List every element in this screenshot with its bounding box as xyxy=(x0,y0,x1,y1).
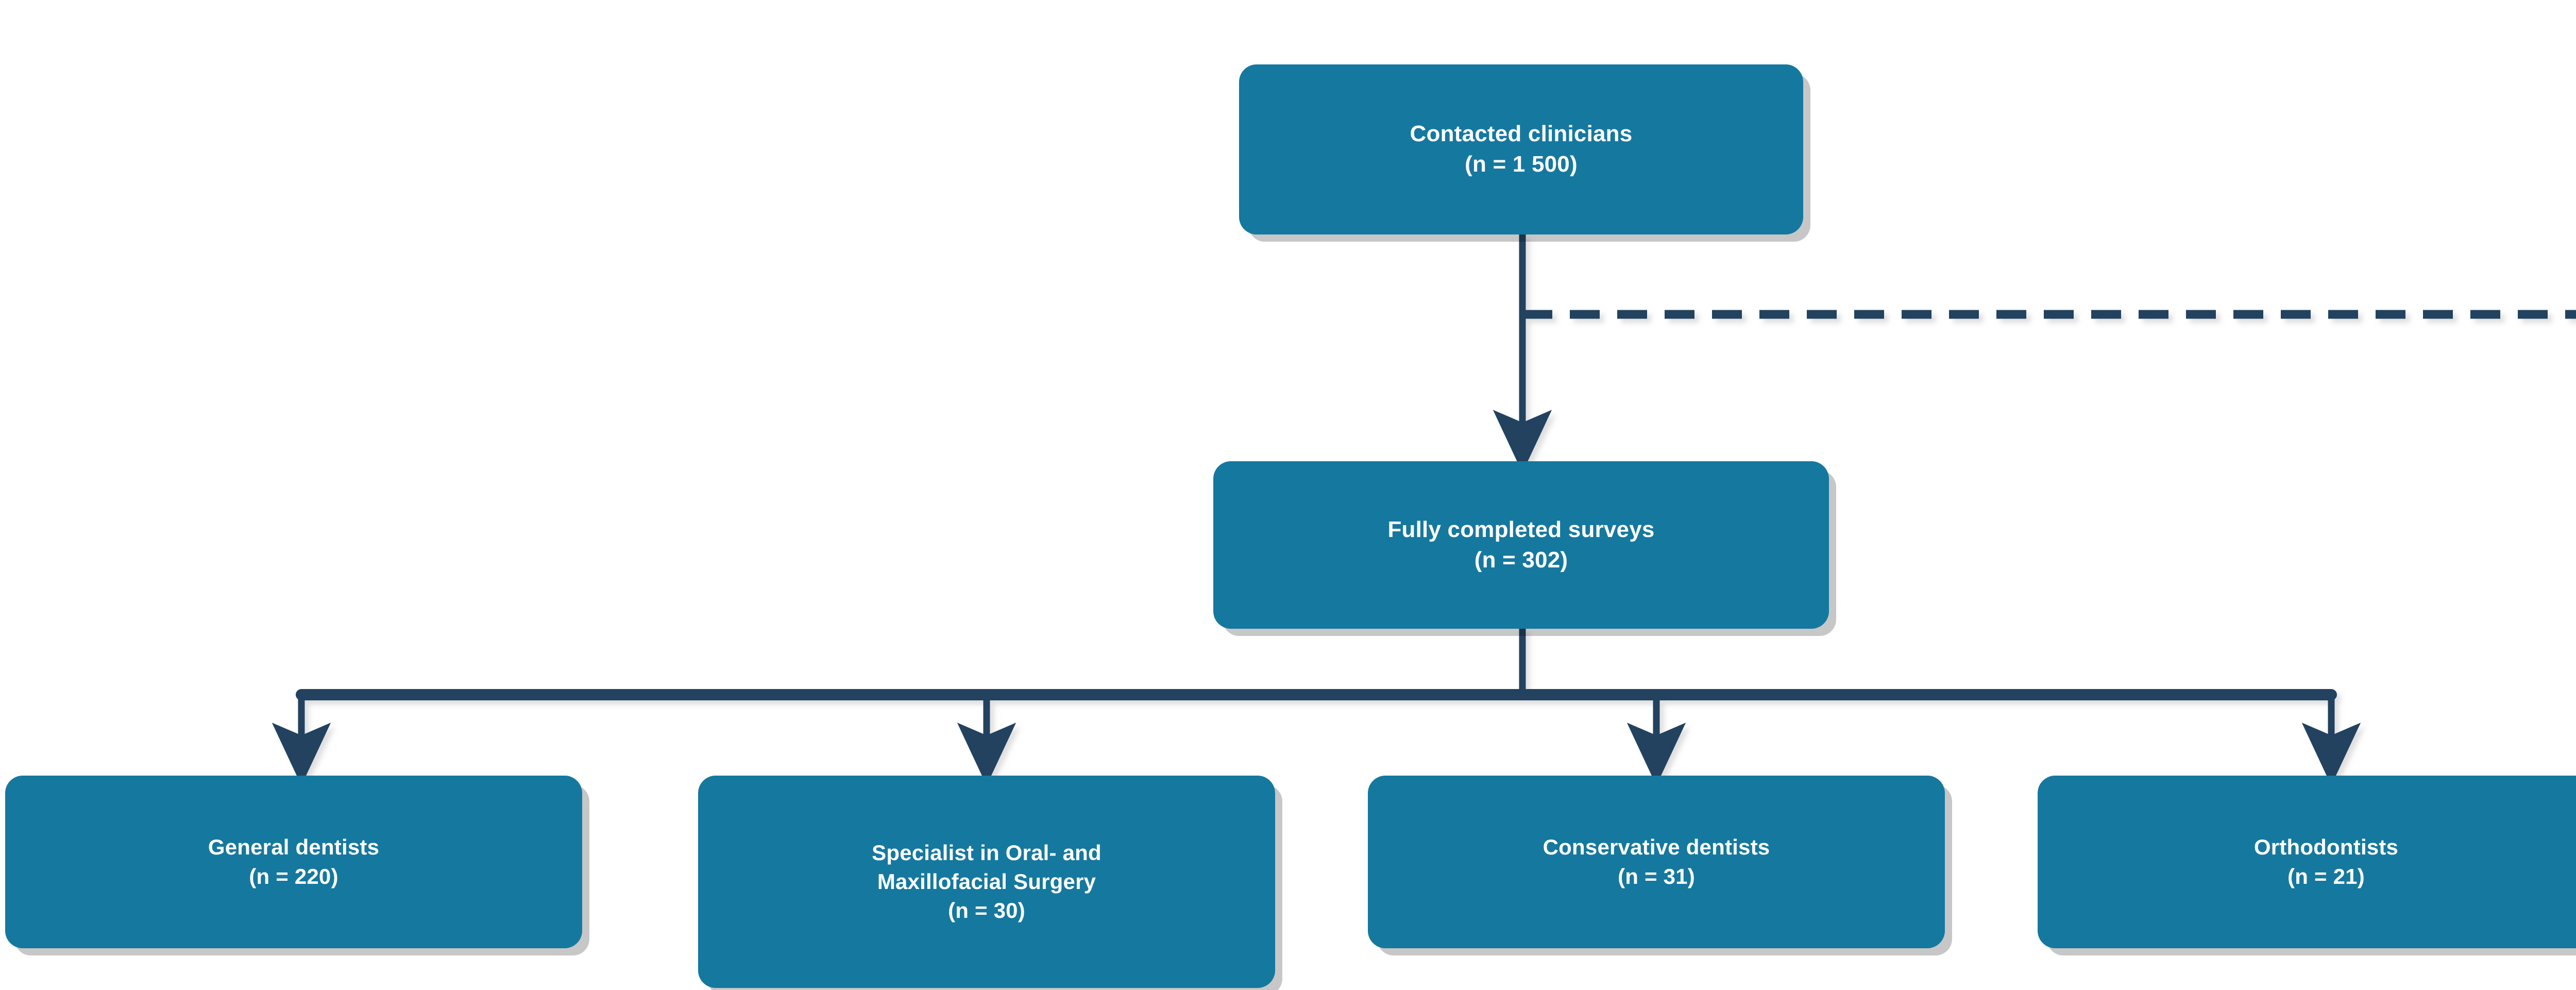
node-oral-maxillofacial-line1: Specialist in Oral- and xyxy=(872,840,1101,865)
node-fully-completed-line2: (n = 302) xyxy=(1474,547,1568,573)
edge-contacted-to-partial xyxy=(1522,310,2576,319)
node-contacted-line2: (n = 1 500) xyxy=(1465,152,1578,177)
node-contacted-line1: Contacted clinicians xyxy=(1410,121,1633,147)
node-orthodontists[interactable]: Orthodontists (n = 21) xyxy=(2038,776,2576,948)
node-oral-maxillofacial-surgery[interactable]: Specialist in Oral- and Maxillofacial Su… xyxy=(698,776,1275,988)
node-orthodontists-line1: Orthodontists xyxy=(2253,835,2399,860)
node-general-dentists[interactable]: General dentists (n = 220) xyxy=(5,776,582,948)
node-oral-maxillofacial-line2: Maxillofacial Surgery xyxy=(877,869,1096,894)
node-orthodontists-line2: (n = 21) xyxy=(2287,864,2365,888)
node-conservative-dentists-line1: Conservative dentists xyxy=(1543,835,1770,860)
node-conservative-dentists-line2: (n = 31) xyxy=(1618,864,1695,888)
node-general-dentists-line1: General dentists xyxy=(208,835,380,860)
node-fully-completed-line1: Fully completed surveys xyxy=(1387,516,1655,542)
node-fully-completed-surveys[interactable]: Fully completed surveys (n = 302) xyxy=(1213,461,1829,629)
node-oral-maxillofacial-line3: (n = 30) xyxy=(948,898,1025,923)
node-conservative-dentists[interactable]: Conservative dentists (n = 31) xyxy=(1368,776,1945,948)
node-contacted-clinicians[interactable]: Contacted clinicians (n = 1 500) xyxy=(1239,64,1803,234)
node-general-dentists-line2: (n = 220) xyxy=(249,864,338,888)
